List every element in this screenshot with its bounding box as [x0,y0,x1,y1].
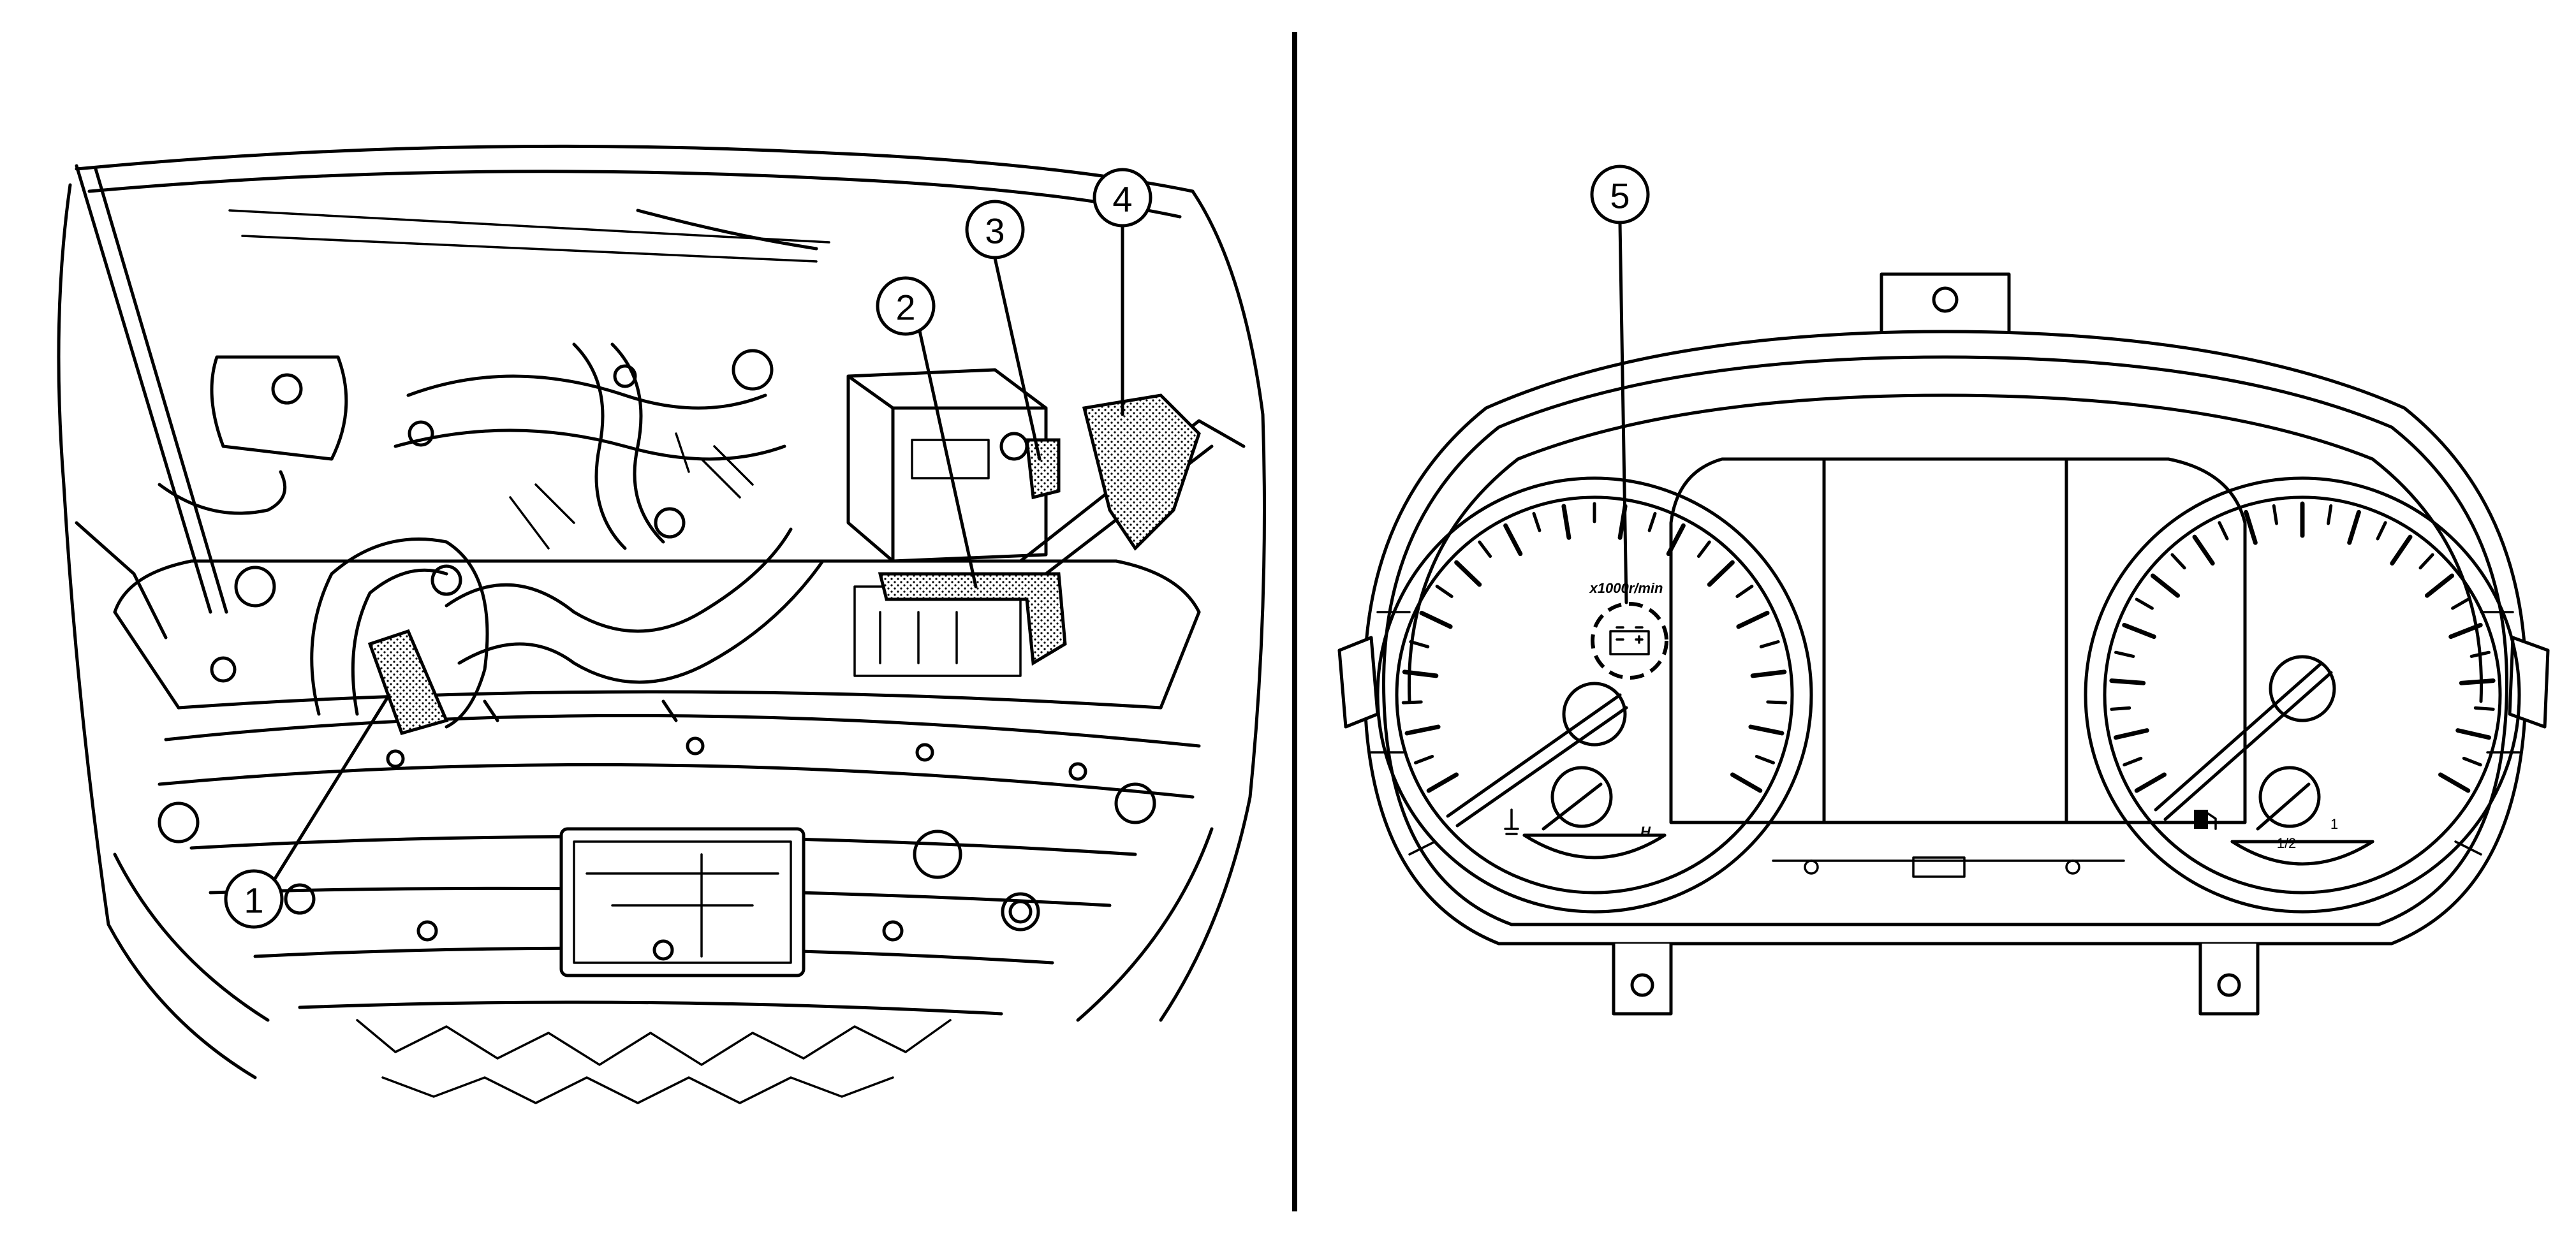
tachometer-tick-4 [1402,669,1439,678]
tachometer-tick-18 [1707,560,1735,587]
tachometer-tick-23 [1766,700,1788,705]
battery-warning-icon [1591,602,1668,680]
speedometer-tick-21 [2451,597,2470,610]
speedometer-tick-0 [2134,772,2167,793]
speedometer-tick-6 [2122,622,2156,639]
speedometer-tick-26 [2455,728,2491,740]
tachometer-tick-8 [1454,560,1482,587]
speedometer-tick-9 [2170,553,2186,570]
speedometer-tick-16 [2347,509,2361,545]
radiator-core-support [113,419,1246,710]
speedometer-tick-1 [2123,756,2143,767]
callout-2: 2 [876,276,936,336]
tachometer-tick-15 [1647,511,1657,532]
battery [846,368,1048,677]
callout-2-label: 2 [895,288,915,328]
leader-5 [1618,221,1628,604]
speedometer-ticks [2109,501,2496,793]
instrument-cluster: x1000r/min H [1337,221,2550,1016]
tachometer-tick-9 [1478,540,1492,559]
front-bumper [158,713,1201,1104]
tachometer-tick-19 [1735,585,1754,598]
speedometer-tick-7 [2135,597,2154,610]
tachometer-tick-24 [1748,724,1785,736]
speedometer-tick-11 [2218,521,2229,541]
callout-5: 5 [1590,164,1650,224]
speedometer-tick-8 [2150,573,2181,598]
speedometer-tick-5 [2114,650,2135,658]
tachometer-tick-7 [1435,585,1454,598]
callout-3: 3 [965,200,1025,259]
tachometer-tick-5 [1409,640,1430,648]
tachometer-tick-1 [1413,754,1434,764]
tachometer-tick-10 [1503,523,1523,557]
speedometer-tick-19 [2418,553,2434,570]
speedometer-tick-22 [2448,622,2483,639]
leader-2 [916,323,978,588]
leader-1 [272,693,391,882]
speedometer: 1/2 1 [2084,476,2521,914]
speedometer-tick-23 [2469,650,2491,658]
part-2-highlight [878,572,1067,666]
speedometer-tick-4 [2109,678,2146,685]
speedometer-tick-13 [2272,504,2278,525]
speedometer-tick-24 [2459,678,2496,685]
tachometer-tick-16 [1666,523,1686,557]
speedometer-tick-28 [2438,772,2471,793]
speedometer-tick-27 [2462,756,2482,767]
part-3-highlight [1025,438,1061,500]
engine-assembly [75,342,825,729]
speedometer-tick-3 [2110,706,2131,711]
tachometer-ticks [1401,502,1788,793]
speedometer-tick-25 [2473,706,2495,711]
open-hood [75,144,1195,263]
tachometer-tick-3 [1401,700,1423,705]
tachometer-tick-21 [1759,640,1780,648]
callout-1: 1 [224,869,284,929]
tachometer-tick-22 [1750,669,1787,678]
callout-3-label: 3 [985,211,1005,251]
fuel-full-label: 1 [2330,816,2338,832]
tachometer: x1000r/min H [1376,476,1813,914]
tachometer-tick-20 [1736,610,1770,629]
speedometer-needle [2154,661,2333,821]
speedometer-tick-20 [2424,573,2455,598]
tachometer-tick-2 [1404,724,1441,736]
tachometer-tick-6 [1419,610,1453,629]
vehicle-front-body [57,183,1266,1079]
fuel-half-label: 1/2 [2277,835,2297,851]
callout-4-label: 4 [1112,179,1132,219]
temperature-high-label: H [1640,824,1651,840]
coolant-temperature-icon [1504,808,1519,835]
hood-prop-rod [75,164,212,614]
tachometer-tick-25 [1755,754,1776,764]
speedometer-tick-15 [2327,504,2333,525]
speedometer-tick-18 [2390,534,2413,566]
speedometer-tick-17 [2376,521,2387,541]
speedometer-tick-12 [2244,509,2258,545]
speedometer-tick-10 [2192,534,2215,566]
part-1-highlight [367,629,449,736]
callout-4: 4 [1093,168,1152,228]
tachometer-needle [1446,693,1628,828]
callout-5-label: 5 [1610,176,1630,216]
callout-1-label: 1 [244,881,263,921]
part-4-highlight [1082,393,1201,551]
tachometer-tick-26 [1730,772,1763,793]
fuel-pump-icon [2194,810,2217,830]
tachometer-tick-11 [1532,511,1542,532]
engine-compartment-illustration [57,144,1266,1104]
leader-3 [993,256,1041,461]
tachometer-tick-17 [1696,540,1711,559]
tachometer-tick-0 [1426,772,1459,793]
speedometer-tick-2 [2114,728,2149,740]
tachometer-tick-12 [1561,504,1571,540]
